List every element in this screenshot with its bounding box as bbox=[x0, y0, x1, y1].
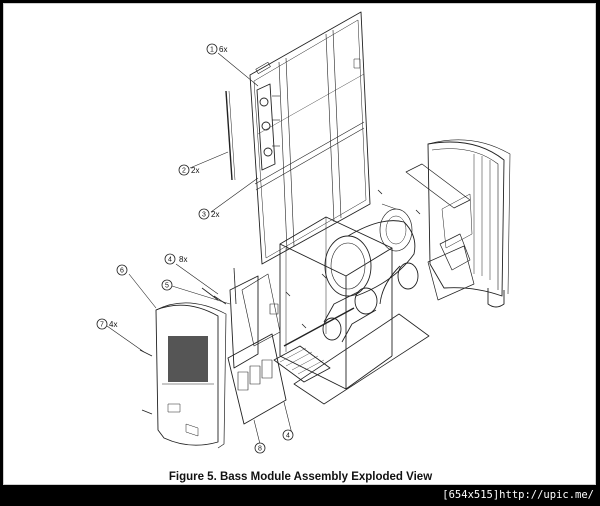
svg-text:2x: 2x bbox=[191, 166, 199, 175]
callout-7: 7 4x bbox=[96, 318, 117, 330]
leader-lines bbox=[106, 52, 293, 445]
svg-text:1: 1 bbox=[210, 47, 214, 54]
callout-5: 5 bbox=[161, 279, 173, 291]
svg-text:4: 4 bbox=[168, 257, 172, 264]
bracket-strip bbox=[256, 83, 280, 171]
front-housing-right bbox=[405, 139, 511, 308]
callout-2: 2 2x bbox=[178, 164, 199, 176]
callout-4-bottom: 4 bbox=[282, 429, 294, 441]
svg-text:7: 7 bbox=[100, 322, 104, 329]
svg-text:8x: 8x bbox=[179, 255, 187, 264]
port-tubes bbox=[283, 262, 419, 347]
exploded-view-diagram: 1 6x 2 2x 3 2x 4 8x 5 6 7 4x bbox=[96, 11, 511, 454]
cabinet-frame bbox=[279, 216, 430, 405]
svg-text:2: 2 bbox=[182, 168, 186, 175]
svg-text:2x: 2x bbox=[211, 210, 219, 219]
mounting-rod bbox=[225, 90, 236, 181]
callout-6: 6 bbox=[116, 264, 128, 276]
svg-text:4x: 4x bbox=[109, 320, 117, 329]
back-grille-panel bbox=[249, 11, 371, 265]
screws bbox=[139, 189, 421, 415]
svg-text:3: 3 bbox=[202, 212, 206, 219]
figure-caption: Figure 5. Bass Module Assembly Exploded … bbox=[168, 471, 433, 483]
heat-sink bbox=[273, 345, 331, 383]
woofer-speaker bbox=[324, 203, 416, 297]
svg-text:4: 4 bbox=[286, 433, 290, 440]
callout-1: 1 6x bbox=[206, 43, 227, 55]
svg-text:5: 5 bbox=[165, 283, 169, 290]
callout-4-screws: 4 8x bbox=[164, 253, 187, 265]
amplifier-module bbox=[227, 267, 287, 425]
figure-frame: 1 6x 2 2x 3 2x 4 8x 5 6 7 4x bbox=[3, 3, 596, 485]
callout-8: 8 bbox=[254, 442, 266, 454]
watermark-text: [654x515]http://upic.me/ bbox=[442, 489, 594, 501]
svg-text:6x: 6x bbox=[219, 45, 227, 54]
callout-3: 3 2x bbox=[198, 208, 219, 220]
front-grille-left bbox=[155, 302, 227, 449]
svg-text:8: 8 bbox=[258, 446, 262, 453]
svg-text:6: 6 bbox=[120, 268, 124, 275]
